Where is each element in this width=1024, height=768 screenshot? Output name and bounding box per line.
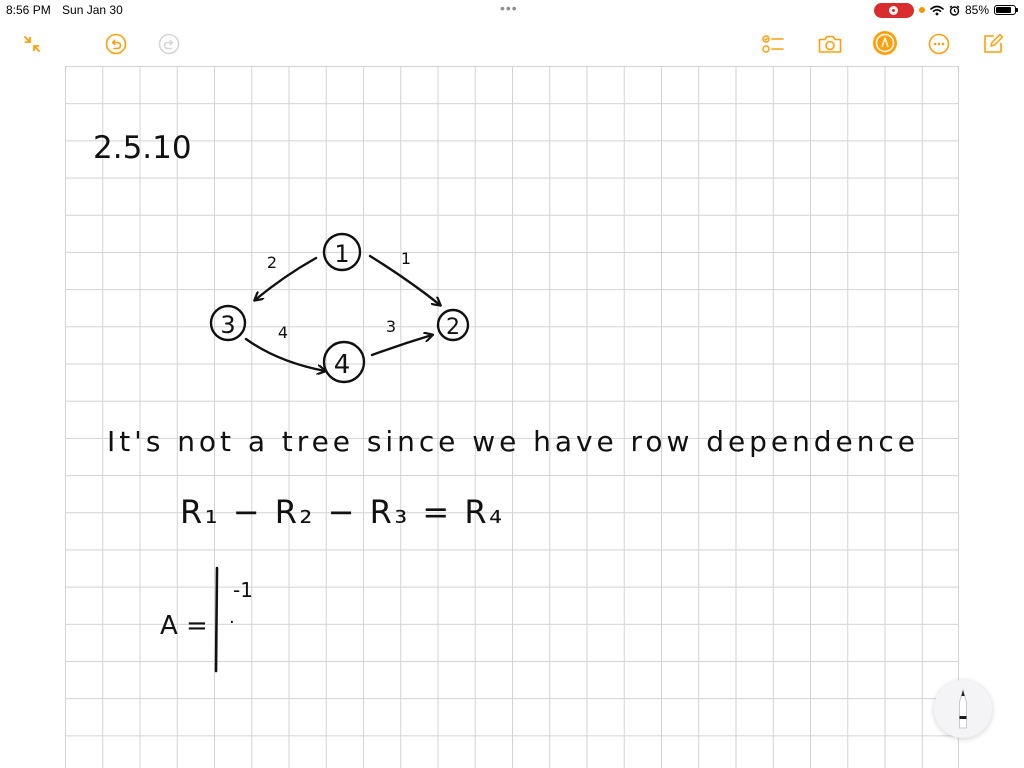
more-icon[interactable] <box>925 30 953 58</box>
wifi-icon <box>930 5 944 15</box>
checklist-icon[interactable] <box>759 30 787 58</box>
status-bar: 8:56 PM Sun Jan 30 ••• 85% <box>0 0 1024 20</box>
compose-icon[interactable] <box>979 30 1007 58</box>
battery-fill <box>996 7 1012 13</box>
status-left: 8:56 PM Sun Jan 30 <box>6 3 131 17</box>
pencil-icon <box>959 688 967 729</box>
grid-paper-canvas[interactable] <box>65 66 959 768</box>
pencil-tool-button[interactable] <box>934 680 992 738</box>
battery-percent: 85% <box>964 3 989 17</box>
status-right: 85% <box>873 2 1018 18</box>
screen-recording-icon[interactable] <box>873 2 914 18</box>
status-time: 8:56 PM <box>6 3 51 17</box>
undo-icon[interactable] <box>102 30 130 58</box>
note-toolbar <box>0 26 1024 62</box>
collapse-icon[interactable] <box>18 30 46 58</box>
battery-icon <box>994 5 1018 15</box>
multitasking-dots-icon[interactable]: ••• <box>500 0 518 16</box>
alarm-icon <box>949 5 960 16</box>
mic-indicator-icon <box>918 7 925 13</box>
redo-icon[interactable] <box>155 30 183 58</box>
status-date: Sun Jan 30 <box>62 3 123 17</box>
camera-icon[interactable] <box>816 30 844 58</box>
markup-icon[interactable] <box>871 29 899 57</box>
